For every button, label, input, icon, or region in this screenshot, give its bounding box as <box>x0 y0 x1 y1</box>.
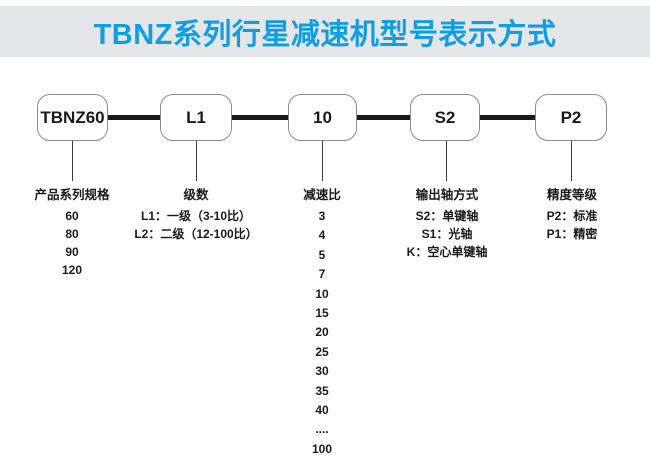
column-product-series: 产品系列规格 60 80 90 120 <box>34 184 109 279</box>
column-stages: 级数 L1：一级（3-10比） L2：二级（12-100比） <box>134 184 257 243</box>
list-item: 15 <box>315 306 329 321</box>
list-item: 30 <box>315 364 329 379</box>
drop-line <box>446 141 447 181</box>
list-item: .... <box>315 422 329 437</box>
model-box-series: TBNZ60 <box>37 94 108 141</box>
drop-line <box>196 141 197 181</box>
list-item: 120 <box>61 263 83 277</box>
connector-line <box>480 115 535 120</box>
column-heading: 产品系列规格 <box>34 188 110 202</box>
model-box-output-shaft: S2 <box>410 94 480 141</box>
header-bar: TBNZ系列行星减速机型号表示方式 <box>0 6 650 57</box>
drop-line <box>322 141 323 181</box>
list-item: S2：单键轴 <box>415 209 479 223</box>
list-item: 4 <box>318 228 326 243</box>
list-item: 3 <box>318 209 326 223</box>
drop-line <box>72 141 73 181</box>
list-item: 10 <box>315 286 329 301</box>
connector-line <box>108 115 160 120</box>
list-item: P2：标准 <box>546 209 598 223</box>
column-ratio: 减速比 3 4 5 7 10 15 20 25 30 35 40 .... 10… <box>303 184 341 459</box>
list-item: S1：光轴 <box>421 227 473 241</box>
column-precision: 精度等级 P2：标准 P1：精密 <box>547 184 598 243</box>
list-item: 40 <box>315 403 329 418</box>
list-item: K：空心单键轴 <box>406 245 488 259</box>
list-item: 5 <box>318 247 326 262</box>
column-heading: 输出轴方式 <box>415 188 479 202</box>
list-item: 100 <box>311 441 333 456</box>
column-items: 3 4 5 7 10 15 20 25 30 35 40 .... 100 <box>303 207 341 459</box>
column-items: 60 80 90 120 <box>34 207 109 279</box>
list-item: 20 <box>315 325 329 340</box>
column-items: P2：标准 P1：精密 <box>547 207 598 243</box>
list-item: P1：精密 <box>546 227 598 241</box>
page-title: TBNZ系列行星减速机型号表示方式 <box>93 18 557 51</box>
drop-line <box>571 141 572 181</box>
list-item: L1：一级（3-10比） <box>140 209 252 223</box>
list-item: 90 <box>65 245 79 259</box>
list-item: 25 <box>315 344 329 359</box>
list-item: 7 <box>318 267 326 282</box>
connector-line <box>232 115 288 120</box>
column-output-shaft: 输出轴方式 S2：单键轴 S1：光轴 K：空心单键轴 <box>407 184 488 261</box>
column-heading: 减速比 <box>303 188 341 202</box>
list-item: L2：二级（12-100比） <box>134 227 258 241</box>
connector-line <box>357 115 410 120</box>
list-item: 60 <box>65 209 79 223</box>
list-item: 35 <box>315 383 329 398</box>
model-box-precision: P2 <box>535 94 607 141</box>
list-item: 80 <box>65 227 79 241</box>
column-items: S2：单键轴 S1：光轴 K：空心单键轴 <box>407 207 488 261</box>
column-heading: 精度等级 <box>546 188 597 202</box>
column-heading: 级数 <box>183 188 209 202</box>
column-items: L1：一级（3-10比） L2：二级（12-100比） <box>134 207 257 243</box>
model-box-stage: L1 <box>160 94 232 141</box>
model-box-ratio: 10 <box>288 94 357 141</box>
